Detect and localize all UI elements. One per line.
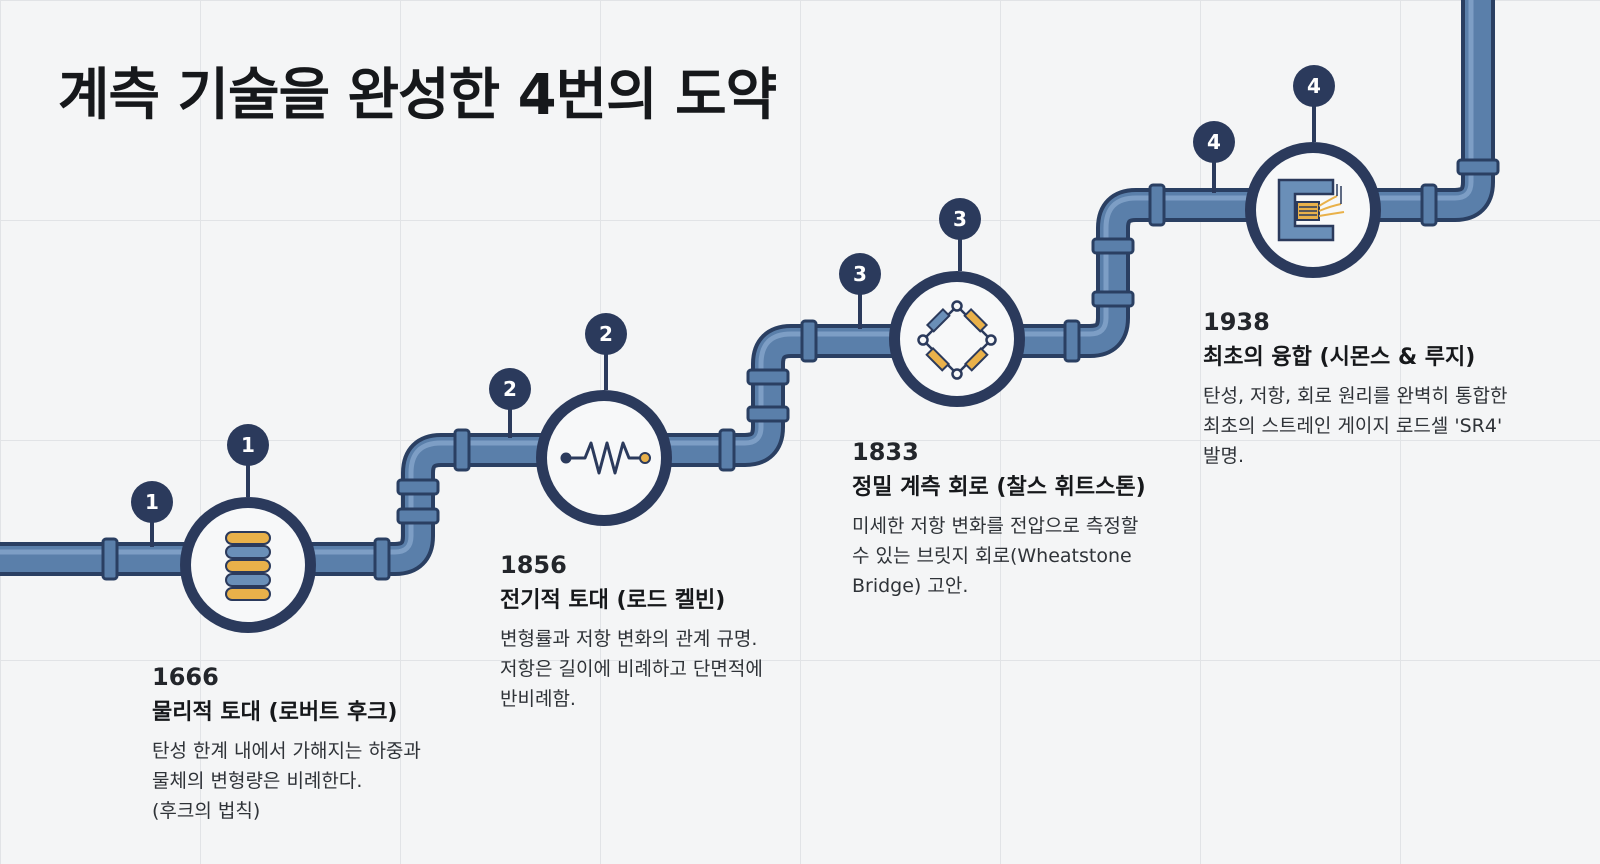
milestone-badge-2: 2	[585, 313, 627, 390]
milestone-year: 1666	[152, 663, 219, 691]
milestone-line: Bridge) 고안.	[852, 575, 969, 597]
milestone-line: (후크의 법칙)	[152, 800, 261, 822]
resistor-icon	[560, 441, 651, 475]
milestone-heading: 정밀 계측 회로 (찰스 휘트스톤)	[852, 475, 1146, 500]
badge-number: 1	[145, 490, 159, 514]
milestone-body: 미세한 저항 변화를 전압으로 측정할 수 있는 브릿지 회로(Wheatsto…	[852, 511, 1192, 601]
badge-number: 4	[1207, 130, 1221, 154]
milestone-line: 탄성 한계 내에서 가해지는 하중과	[152, 740, 421, 762]
badge-circle	[839, 253, 881, 295]
milestone-2-description: 1856 전기적 토대 (로드 켈빈) 변형률과 저항 변화의 관계 규명. 저…	[500, 550, 840, 714]
milestone-line: 탄성, 저항, 회로 원리를 완벽히 통합한	[1203, 385, 1508, 407]
page-title: 계측 기술을 완성한 4번의 도약	[58, 63, 777, 128]
badge-number: 3	[853, 262, 867, 286]
gauge-3	[889, 271, 1025, 407]
milestone-line: 저항은 길이에 비례하고 단면적에	[500, 658, 763, 680]
milestone-badge-3: 3	[839, 253, 881, 329]
milestone-line: 미세한 저항 변화를 전압으로 측정할	[852, 515, 1139, 537]
milestone-badge-1: 1	[227, 424, 269, 497]
milestone-heading: 물리적 토대 (로버트 후크)	[152, 700, 398, 725]
milestone-badge-2: 2	[489, 368, 531, 438]
badge-circle	[489, 368, 531, 410]
milestone-1-description: 1666 물리적 토대 (로버트 후크) 탄성 한계 내에서 가해지는 하중과 …	[152, 662, 492, 826]
milestone-line: 수 있는 브릿지 회로(Wheatstone	[852, 545, 1132, 567]
milestone-4-description: 1938 최초의 융합 (시몬스 & 루지) 탄성, 저항, 회로 원리를 완벽…	[1203, 307, 1543, 471]
badge-circle	[1193, 121, 1235, 163]
milestone-badge-3: 3	[939, 198, 981, 271]
badge-number: 3	[953, 207, 967, 231]
badge-circle	[227, 424, 269, 466]
milestone-heading: 전기적 토대 (로드 켈빈)	[500, 588, 726, 613]
milestone-badge-4: 4	[1293, 65, 1335, 142]
milestone-body: 변형률과 저항 변화의 관계 규명. 저항은 길이에 비례하고 단면적에 반비례…	[500, 624, 840, 714]
badge-number: 2	[503, 377, 517, 401]
spring-icon	[225, 531, 271, 601]
milestone-year: 1938	[1203, 308, 1270, 336]
milestone-3-description: 1833 정밀 계측 회로 (찰스 휘트스톤) 미세한 저항 변화를 전압으로 …	[852, 437, 1192, 601]
pipe-flanges	[101, 158, 1500, 581]
milestone-year: 1833	[852, 438, 919, 466]
milestone-line: 발명.	[1203, 445, 1244, 467]
milestone-line: 물체의 변형량은 비례한다.	[152, 770, 363, 792]
milestone-line: 최초의 스트레인 게이지 로드셀 'SR4'	[1203, 415, 1503, 437]
badge-circle	[131, 481, 173, 523]
wheatstone-bridge-icon	[917, 300, 997, 380]
milestone-heading: 최초의 융합 (시몬스 & 루지)	[1203, 345, 1476, 370]
milestone-body: 탄성 한계 내에서 가해지는 하중과 물체의 변형량은 비례한다. (후크의 법…	[152, 736, 492, 826]
badge-circle	[939, 198, 981, 240]
load-cell-icon	[1277, 178, 1345, 242]
badge-circle	[1293, 65, 1335, 107]
pipe	[0, 0, 1495, 576]
badge-number: 1	[241, 433, 255, 457]
milestone-line: 변형률과 저항 변화의 관계 규명.	[500, 628, 758, 650]
milestone-body: 탄성, 저항, 회로 원리를 완벽히 통합한 최초의 스트레인 게이지 로드셀 …	[1203, 381, 1543, 471]
badge-number: 4	[1307, 74, 1321, 98]
milestone-badge-1: 1	[131, 481, 173, 547]
milestone-year: 1856	[500, 551, 567, 579]
milestone-badge-4: 4	[1193, 121, 1235, 193]
badge-circle	[585, 313, 627, 355]
milestone-line: 반비례함.	[500, 688, 576, 710]
badge-number: 2	[599, 322, 613, 346]
